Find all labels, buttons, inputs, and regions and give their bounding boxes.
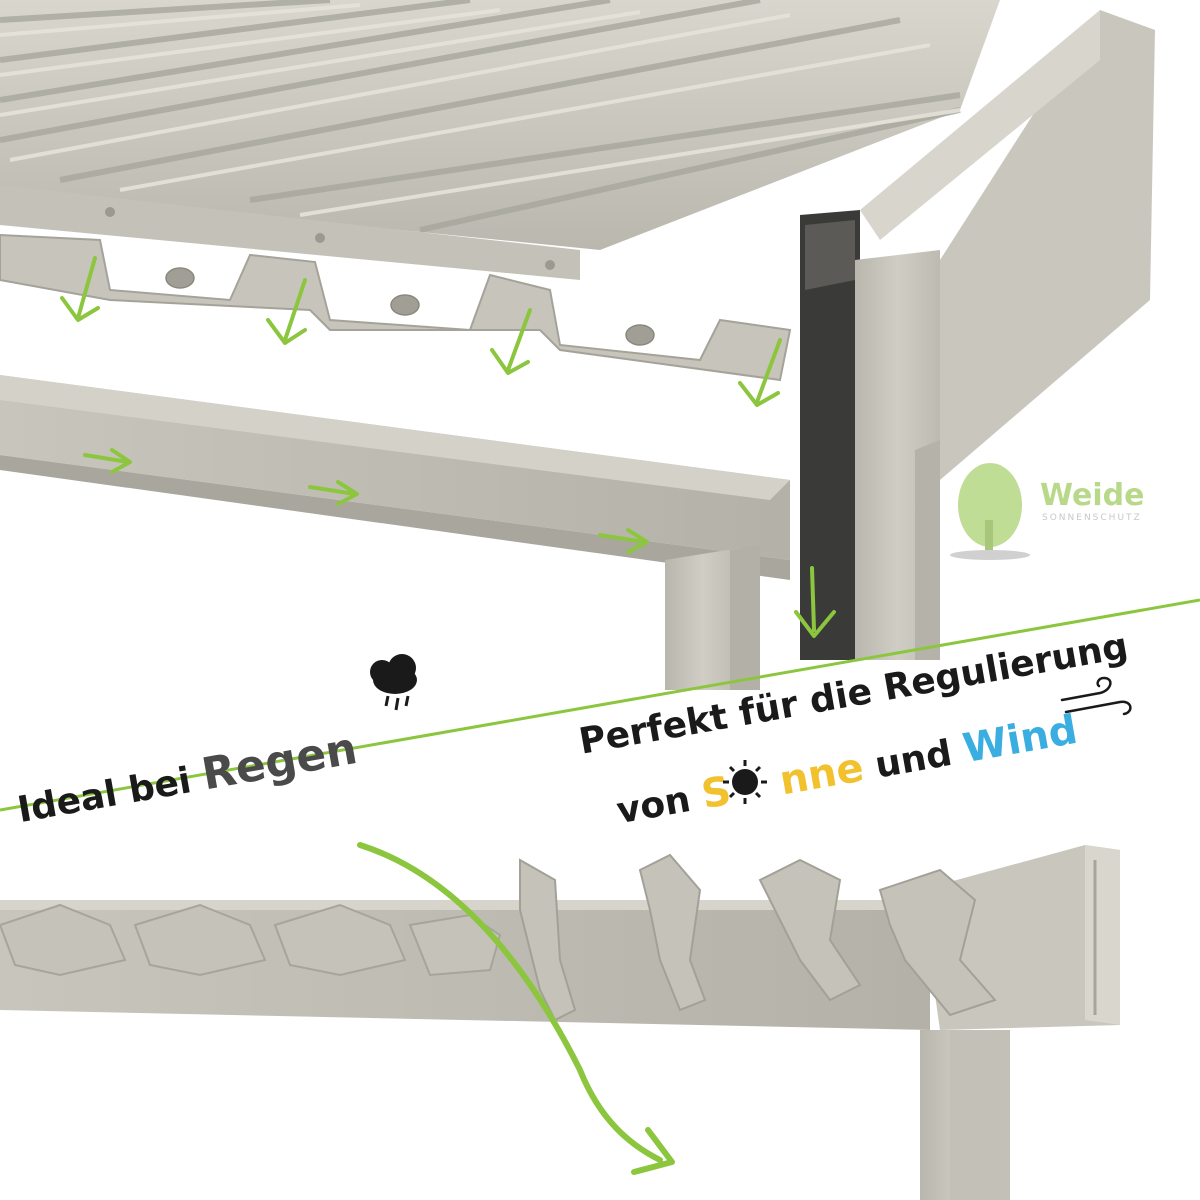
caption-regulation-middle: und	[872, 731, 967, 787]
closed-slats	[0, 903, 502, 977]
divider-line	[0, 598, 1200, 812]
sun-word-rest: nne	[776, 745, 867, 805]
front-post	[665, 545, 760, 690]
airflow-arrow	[357, 842, 663, 1163]
logo-tagline: SONNENSCHUTZ	[1042, 513, 1142, 523]
caption-rain-prefix: Ideal bei	[15, 758, 207, 831]
wind-icon	[1060, 676, 1132, 716]
caption-rain-highlight: Regen	[198, 723, 361, 800]
caption-rain: Ideal bei Regen	[13, 723, 361, 833]
tree-icon	[958, 463, 1022, 547]
open-slats	[519, 853, 997, 1022]
rain-cloud-icon	[370, 654, 417, 711]
front-gutter-beam	[0, 375, 790, 580]
roof-slats	[0, 0, 1000, 382]
corner-post	[800, 10, 1155, 660]
caption-regulation-prefix: von	[614, 777, 706, 832]
svg-text:Ideal bei Regen: Ideal bei Regen	[13, 723, 361, 833]
logo-name: Weide	[1040, 478, 1144, 513]
water-flow-arrows	[60, 256, 836, 638]
top-pergola-scene: Weide SONNENSCHUTZ	[0, 0, 1155, 690]
weide-logo: Weide SONNENSCHUTZ	[950, 463, 1144, 560]
wind-word: Wind	[960, 707, 1081, 772]
sun-icon	[723, 760, 767, 804]
bottom-pergola-scene	[0, 842, 1120, 1200]
